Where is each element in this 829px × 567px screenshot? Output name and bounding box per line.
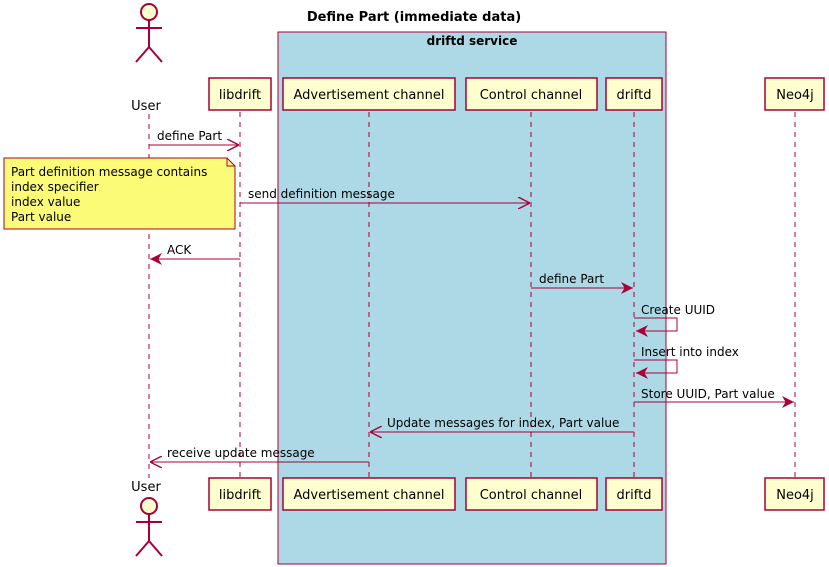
- message-label: send definition message: [248, 187, 395, 201]
- participant-control-channel-top: Control channel: [465, 77, 598, 111]
- participant-advertisement-channel-bottom: Advertisement channel: [282, 477, 456, 511]
- message-update-messages: Update messages for index, Part value: [370, 416, 634, 432]
- message-define-part-control: define Part: [531, 272, 633, 294]
- actor-user-bottom: User: [131, 480, 163, 557]
- participant-label-advertisement-channel: Advertisement channel: [293, 488, 444, 503]
- message-receive-update: receive update message: [150, 446, 369, 462]
- note-line: index value: [11, 195, 80, 209]
- participant-neo4j-bottom: Neo4j: [764, 477, 825, 511]
- message-insert-index: Insert into index: [634, 345, 739, 379]
- message-label: Store UUID, Part value: [641, 387, 775, 401]
- message-label: ACK: [167, 243, 192, 257]
- message-define-part-user: define Part: [149, 129, 239, 145]
- message-ack: ACK: [150, 243, 240, 265]
- message-label: receive update message: [167, 446, 315, 460]
- note-line: index specifier: [11, 180, 99, 194]
- participant-label-user: User: [131, 99, 161, 114]
- actor-user-top: User: [131, 3, 163, 114]
- driftd-service-box: driftd service: [277, 31, 667, 565]
- message-label: define Part: [539, 272, 604, 286]
- message-send-definition: send definition message: [240, 187, 530, 203]
- participant-label-user: User: [131, 480, 161, 495]
- message-label: define Part: [157, 129, 222, 143]
- diagram-title: Define Part (immediate data): [307, 10, 521, 25]
- actor-user-icon: [135, 3, 163, 63]
- participant-driftd-top: driftd: [605, 77, 663, 111]
- participant-control-channel-bottom: Control channel: [465, 477, 598, 511]
- actor-user-icon: [135, 497, 163, 557]
- participant-label-libdrift: libdrift: [219, 88, 261, 103]
- participant-label-libdrift: libdrift: [219, 488, 261, 503]
- participant-label-neo4j: Neo4j: [776, 488, 814, 503]
- participant-neo4j-top: Neo4j: [764, 77, 825, 111]
- participant-label-driftd: driftd: [617, 88, 652, 103]
- message-create-uuid: Create UUID: [634, 303, 715, 337]
- message-store-uuid: Store UUID, Part value: [634, 387, 794, 408]
- note-line: Part value: [11, 210, 71, 224]
- participant-label-control-channel: Control channel: [480, 488, 583, 503]
- note-line: Part definition message contains: [11, 165, 207, 179]
- driftd-service-box-title: driftd service: [427, 34, 518, 48]
- participant-driftd-bottom: driftd: [605, 477, 663, 511]
- participant-label-advertisement-channel: Advertisement channel: [293, 88, 444, 103]
- note-part-definition: Part definition message contains index s…: [3, 157, 236, 230]
- participant-label-neo4j: Neo4j: [776, 88, 814, 103]
- participant-libdrift-top: libdrift: [208, 77, 272, 111]
- message-label: Update messages for index, Part value: [387, 416, 619, 430]
- message-label: Create UUID: [641, 303, 715, 317]
- participant-label-control-channel: Control channel: [480, 88, 583, 103]
- participant-libdrift-bottom: libdrift: [208, 477, 272, 511]
- message-label: Insert into index: [641, 345, 739, 359]
- participant-advertisement-channel-top: Advertisement channel: [282, 77, 456, 111]
- participant-label-driftd: driftd: [617, 488, 652, 503]
